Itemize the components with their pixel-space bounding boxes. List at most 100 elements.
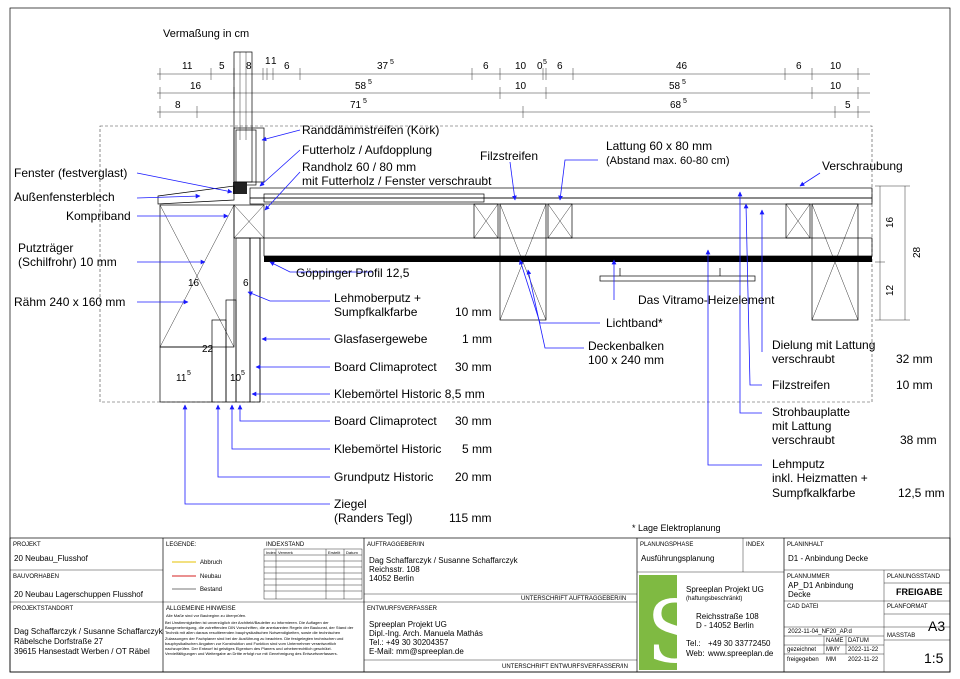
- label-lehmputz-3: Sumpfkalkfarbe: [772, 486, 856, 500]
- label-lehmputz-value: 12,5 mm: [898, 486, 945, 500]
- dim-r1-10: 0: [537, 61, 543, 72]
- tb-leg-neubau: Neubau: [200, 574, 221, 580]
- dim-r1-11: 5: [543, 59, 547, 66]
- sec-22: 22: [202, 344, 214, 355]
- dim-r1-13: 46: [676, 61, 688, 72]
- tb-leg-bestand: Bestand: [200, 587, 222, 593]
- dim-r1-8: 6: [483, 61, 489, 72]
- label-ziegel-1: Ziegel: [334, 497, 367, 511]
- dim-r3-0: 8: [175, 100, 181, 111]
- label-lichtband: Lichtband*: [606, 316, 663, 330]
- tb-planinhalt-header: PLANINHALT: [787, 542, 824, 548]
- label-kleber-2: Klebemörtel Historic: [334, 442, 441, 456]
- dim-r2-6: 10: [830, 81, 842, 92]
- dim-r2-5: 5: [682, 79, 686, 86]
- tb-standort-header: PROJEKTSTANDORT: [13, 606, 73, 612]
- tb-projekt-header: PROJEKT: [13, 542, 41, 548]
- dimension-row-2: 16 58 5 10 58 5 10: [157, 79, 870, 99]
- label-grundputz-value: 20 mm: [455, 470, 492, 484]
- dim-r2-1: 58: [355, 81, 367, 92]
- label-kleber-1: Klebemörtel Historic 8,5 mm: [334, 387, 485, 401]
- logo-letter: S: [646, 583, 705, 679]
- tb-plannummer-header: PLANNUMMER: [787, 574, 830, 580]
- tb-frei-date: 2022-11-22: [848, 657, 879, 663]
- tb-cad: 2022-11-04_NF20_AP.d: [788, 629, 852, 635]
- dim-r2-2: 5: [368, 79, 372, 86]
- tb-firm-6-label: Web:: [686, 649, 705, 658]
- dimension-row-3: 8 71 5 68 5 5: [157, 98, 870, 118]
- tb-index-col-2: Erstellt: [328, 550, 341, 555]
- tb-frei-name: MM: [826, 657, 836, 663]
- label-stroh-value: 38 mm: [900, 433, 937, 447]
- tb-hinweis-1: Alle Maße sind vor Baubeginn zu überprüf…: [166, 613, 246, 618]
- label-stroh-2: mit Lattung: [772, 419, 831, 433]
- tb-firm-3: Reichsstraße 108: [696, 612, 759, 621]
- tb-firm-5-label: Tel.:: [686, 639, 701, 648]
- dim-r1-3: 1: [265, 56, 271, 67]
- label-dielung-1: Dielung mit Lattung: [772, 338, 875, 352]
- label-filzstreifen: Filzstreifen: [772, 378, 830, 392]
- label-deckenbalken-2: 100 x 240 mm: [588, 353, 664, 367]
- dim-r1-1: 5: [219, 61, 225, 72]
- raehm-beam: [159, 204, 235, 348]
- dim-r1-2: 8: [246, 61, 252, 72]
- label-futterholz: Futterholz / Aufdopplung: [302, 143, 432, 157]
- tb-plannummer-1: AP_D1 Anbindung: [788, 581, 853, 590]
- dim-r3-2: 5: [363, 98, 367, 105]
- tb-stand: FREIGABE: [896, 587, 943, 597]
- dimension-row-1: 11 5 8 1 1 6 37 5 6 10 0 5 6 46 6 10: [157, 56, 870, 80]
- sec-11-sup: 5: [187, 370, 191, 377]
- label-raehm: Rähm 240 x 160 mm: [14, 295, 125, 309]
- sec-6: 6: [243, 278, 249, 289]
- tb-entwurf-4: E-Mail: mm@spreeplan.de: [369, 647, 464, 656]
- label-lehmputz-1: Lehmputz: [772, 457, 825, 471]
- dim-r1-14: 6: [796, 61, 802, 72]
- dim-r1-15: 10: [830, 61, 842, 72]
- tb-phase-header: PLANUNGSPHASE: [640, 542, 693, 548]
- tb-auftrag-2: Reichsstr. 108: [369, 565, 420, 574]
- label-filz-top: Filzstreifen: [480, 149, 538, 163]
- label-glasfaser-value: 1 mm: [462, 332, 492, 346]
- side-dim-12: 12: [885, 284, 896, 296]
- tb-standort-2: Räbelsche Dorfstraße 27: [14, 637, 103, 646]
- tb-datum-header: DATUM: [848, 638, 869, 644]
- logo-background: [639, 575, 677, 670]
- tb-standort-3: 39615 Hansestadt Werben / OT Räbel: [14, 647, 150, 656]
- tb-plannummer-2: Decke: [788, 590, 811, 599]
- label-aussenfensterblech: Außenfensterblech: [14, 190, 115, 204]
- elektro-note: * Lage Elektroplanung: [632, 523, 721, 533]
- tb-stand-header: PLANUNGSSTAND: [887, 574, 941, 580]
- label-ziegel-2: (Randers Tegl): [334, 511, 412, 525]
- dim-r2-0: 16: [190, 81, 202, 92]
- label-fenster: Fenster (festverglast): [14, 166, 127, 180]
- tb-hinweis-header: ALLGEMEINE HINWEISE: [166, 606, 236, 612]
- side-dim-28: 28: [912, 246, 923, 258]
- tb-entwurf-1: Spreeplan Projekt UG: [369, 620, 447, 629]
- outer-sill: [157, 185, 235, 205]
- tb-frei-label: freigegeben: [787, 657, 819, 663]
- tb-projekt: 20 Neubau_Flusshof: [14, 554, 89, 563]
- label-randholz-2: mit Futterholz / Fenster verschraubt: [302, 174, 492, 188]
- dim-r2-4: 58: [669, 81, 681, 92]
- tb-bauvorhaben-header: BAUVORHABEN: [13, 574, 59, 580]
- tb-massstab-header: MASSTAB: [887, 633, 915, 639]
- tb-standort-1: Dag Schaffarczyk / Susanne Schaffarczyk: [14, 627, 164, 636]
- tb-auftrag-3: 14052 Berlin: [369, 574, 414, 583]
- dim-r1-5: 6: [284, 61, 290, 72]
- label-verschraubung: Verschraubung: [822, 159, 903, 173]
- tb-firm-1: Spreeplan Projekt UG: [686, 585, 764, 594]
- tb-index-header: INDEXSTAND: [266, 542, 305, 548]
- label-deckenbalken-1: Deckenbalken: [588, 339, 664, 353]
- label-putztraeger-1: Putzträger: [18, 241, 73, 255]
- leader-lines: [136, 129, 821, 505]
- title-block: PROJEKT 20 Neubau_Flusshof BAUVORHABEN 2…: [9, 537, 951, 679]
- dim-r3-4: 5: [683, 98, 687, 105]
- label-lattung-2: (Abstand max. 60-80 cm): [606, 155, 730, 167]
- label-board-2: Board Climaprotect: [334, 414, 437, 428]
- label-putztraeger-2: (Schilfrohr) 10 mm: [18, 255, 117, 269]
- dim-r1-0: 11: [182, 61, 193, 72]
- tb-firm-5: +49 30 33772450: [708, 639, 771, 648]
- label-glasfaser: Glasfasergewebe: [334, 332, 428, 346]
- label-dielung-2: verschraubt: [772, 352, 835, 366]
